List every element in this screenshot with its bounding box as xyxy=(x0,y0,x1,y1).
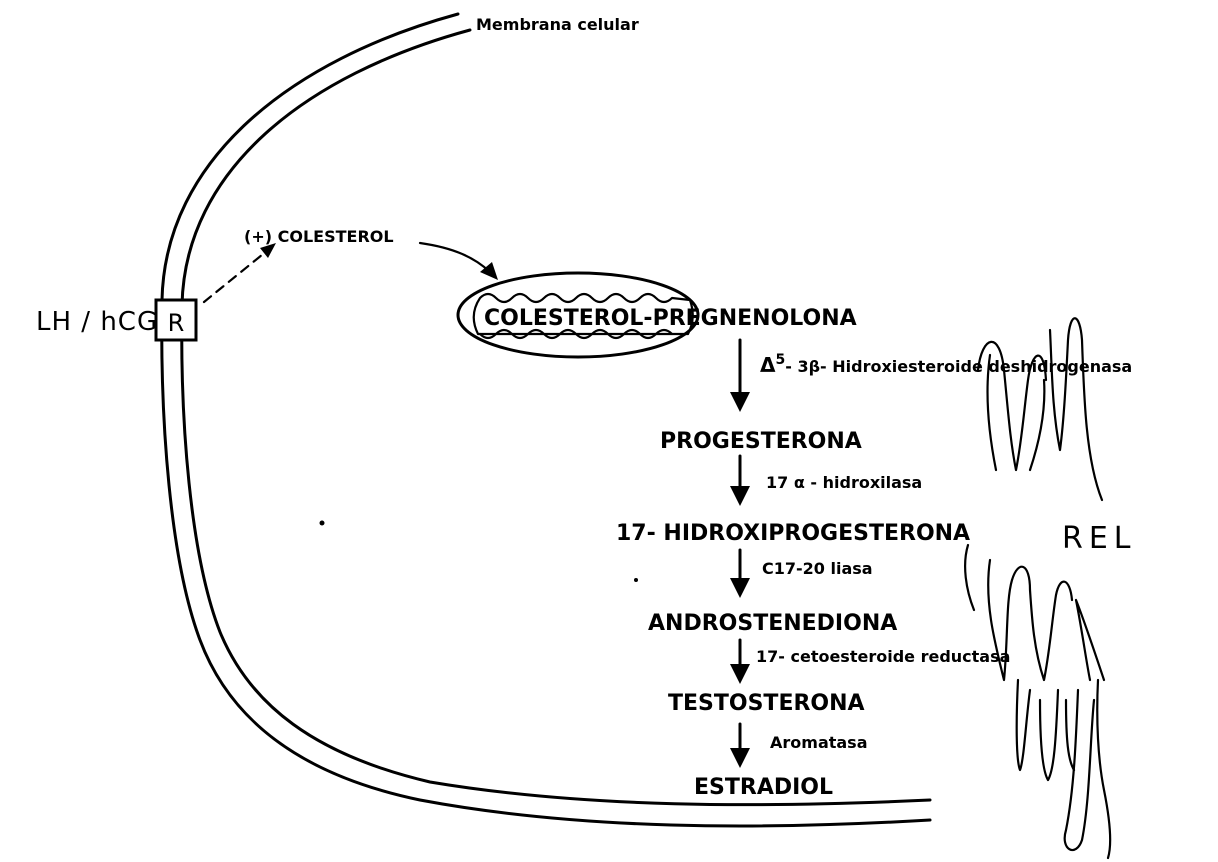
enzyme-2-label: 17 α - hidroxilasa xyxy=(766,473,922,492)
17-hydroxyprogesterone-label: 17- HIDROXIPROGESTERONA xyxy=(616,521,970,546)
pathway-arrow-2 xyxy=(730,456,750,506)
smooth-er-drawing xyxy=(965,318,1110,858)
receptor-label: R xyxy=(168,309,185,337)
hormone-label: LH / hCG xyxy=(36,307,158,337)
pathway-arrow-5 xyxy=(730,724,750,768)
membrane-label: Membrana celular xyxy=(476,15,639,34)
androstenedione-label: ANDROSTENEDIONA xyxy=(648,611,897,636)
progesterone-label: PROGESTERONA xyxy=(660,429,862,454)
pathway-arrow-4 xyxy=(730,640,750,684)
enzyme-3-label: C17-20 liasa xyxy=(762,559,873,578)
enzyme-4-label: 17- cetoesteroide reductasa xyxy=(756,647,1010,666)
stimulus-label: (+) COLESTEROL xyxy=(244,227,394,246)
enzyme-1-label: Δ5- 3β- Hidroxiesteroide deshidrogenasa xyxy=(760,352,1132,377)
mitochondria-label: COLESTEROL-PREGNENOLONA xyxy=(484,306,857,331)
scan-dot xyxy=(634,578,638,582)
pathway-arrow-1 xyxy=(730,340,750,412)
cholesterol-arrow xyxy=(420,243,498,280)
testosterone-label: TESTOSTERONA xyxy=(668,691,865,716)
enzyme-5-label: Aromatasa xyxy=(770,733,868,752)
rel-label: REL xyxy=(1062,521,1137,556)
stimulation-arrow xyxy=(204,243,276,302)
scan-dot xyxy=(320,521,325,526)
pathway-arrow-3 xyxy=(730,550,750,598)
estradiol-label: ESTRADIOL xyxy=(694,775,833,800)
